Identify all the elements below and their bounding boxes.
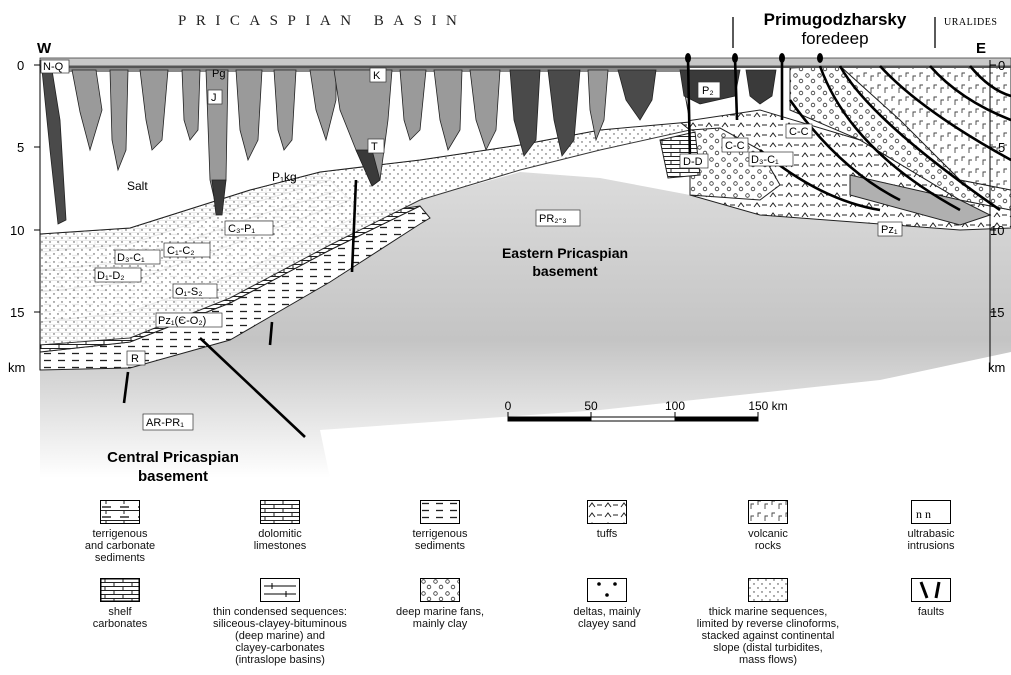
- eastern-basement-line1: Eastern Pricaspian: [502, 245, 628, 261]
- label-k: K: [373, 70, 381, 82]
- label-r: R: [131, 353, 139, 365]
- label-p2: P₂: [702, 85, 714, 97]
- legend-caption: thin condensed sequences:siliceous-claye…: [213, 606, 347, 666]
- depth-tick-15: 15: [10, 305, 24, 320]
- label-nq: N-Q: [43, 61, 64, 73]
- layer-pz1-east: [849, 174, 992, 226]
- label-d1d2: D₁-D₂: [97, 270, 125, 282]
- label-c1c2: C₁-C₂: [167, 245, 195, 257]
- deltas-swatch: [587, 578, 627, 602]
- depth-tick-10: 10: [10, 223, 24, 238]
- label-arpr1: AR-PR₁: [146, 417, 184, 429]
- label-cc-1: C-C: [725, 140, 745, 152]
- depth-axis-left: 0 5 10 15 km: [8, 58, 41, 375]
- ultrabasic-swatch: n n: [911, 500, 951, 524]
- label-d3c1-left: D₃-C₁: [117, 252, 145, 264]
- tuffs-swatch: [587, 500, 627, 524]
- basement-gradient: [40, 172, 1011, 478]
- legend-caption: deep marine fans,mainly clay: [395, 606, 485, 630]
- foredeep-title-line1: Primugodzharsky: [764, 10, 907, 29]
- label-salt: Salt: [127, 179, 148, 193]
- thick-marine-swatch: [748, 578, 788, 602]
- label-pr23: PR₂-₃: [539, 213, 567, 225]
- depth-unit: km: [8, 360, 25, 375]
- volcanic-swatch: [748, 500, 788, 524]
- central-basement-line2: basement: [138, 468, 208, 485]
- legend-tuffs: tuffs: [527, 500, 687, 540]
- depth-tick-10-right: 10: [990, 223, 1004, 238]
- east-label: E: [976, 40, 986, 57]
- deep-marine-fans-swatch: [420, 578, 460, 602]
- depth-tick-5-right: 5: [998, 140, 1005, 155]
- layer-d3c1-east: [689, 127, 781, 201]
- faults-swatch: [911, 578, 951, 602]
- nq-band: [39, 57, 1011, 67]
- pg-band: [40, 66, 1011, 68]
- depth-tick-0-right: 0: [998, 58, 1005, 73]
- eastern-basement-line2: basement: [532, 263, 598, 279]
- label-pz1-right: Pz₁: [881, 224, 898, 236]
- label-cc-2: C-C: [789, 126, 809, 138]
- dolomitic-limestone-swatch: [260, 500, 300, 524]
- scale-bar: 0 50 100 150 km: [505, 399, 788, 422]
- depth-tick-5: 5: [17, 140, 24, 155]
- legend-caption: faults: [917, 606, 945, 618]
- legend-faults: faults: [851, 578, 1011, 618]
- label-t: T: [371, 141, 378, 153]
- foredeep-title-line2: foredeep: [801, 29, 868, 48]
- legend-caption: thick marine sequences,limited by revers…: [696, 606, 840, 666]
- terrigenous-carbonate-swatch: [100, 500, 140, 524]
- scale-label-100: 100: [665, 399, 685, 413]
- terrigenous-swatch: [420, 500, 460, 524]
- shelf-carbonates-swatch: [100, 578, 140, 602]
- label-pg: Pg: [212, 68, 225, 80]
- legend-thick-marine: thick marine sequences,limited by revers…: [688, 578, 848, 666]
- depth-unit-right: km: [988, 360, 1005, 375]
- label-d3c1-right: D₃-C₁: [751, 154, 779, 166]
- salt-troughs: [41, 69, 777, 225]
- scale-label-50: 50: [584, 399, 598, 413]
- label-c3p1: C₃-P₁: [228, 223, 255, 235]
- label-p1kg: P₁kg: [272, 170, 297, 184]
- basin-title: PRICASPIAN BASIN: [178, 13, 466, 29]
- depth-tick-0: 0: [17, 58, 24, 73]
- label-dd: D-D: [683, 156, 703, 168]
- legend-deep-marine-fans: deep marine fans,mainly clay: [360, 578, 520, 630]
- depth-axis-right: 0 5 10 15 km: [988, 58, 1005, 375]
- west-label: W: [37, 40, 52, 57]
- legend-thin-condensed: thin condensed sequences:siliceous-claye…: [200, 578, 360, 666]
- legend-caption: tuffs: [596, 528, 618, 540]
- thin-condensed-swatch: [260, 578, 300, 602]
- label-pz1: Pz₁(Є-O₂): [158, 315, 206, 327]
- uralides-label: URALIDES: [944, 17, 997, 28]
- scale-label-0: 0: [505, 399, 512, 413]
- svg-text:n n: n n: [916, 507, 931, 521]
- fault-markers: [685, 53, 823, 63]
- label-o1s2: O₁-S₂: [175, 286, 203, 298]
- scale-label-150: 150 km: [748, 399, 787, 413]
- label-j: J: [211, 92, 217, 104]
- central-basement-line1: Central Pricaspian: [107, 449, 239, 466]
- depth-tick-15-right: 15: [990, 305, 1004, 320]
